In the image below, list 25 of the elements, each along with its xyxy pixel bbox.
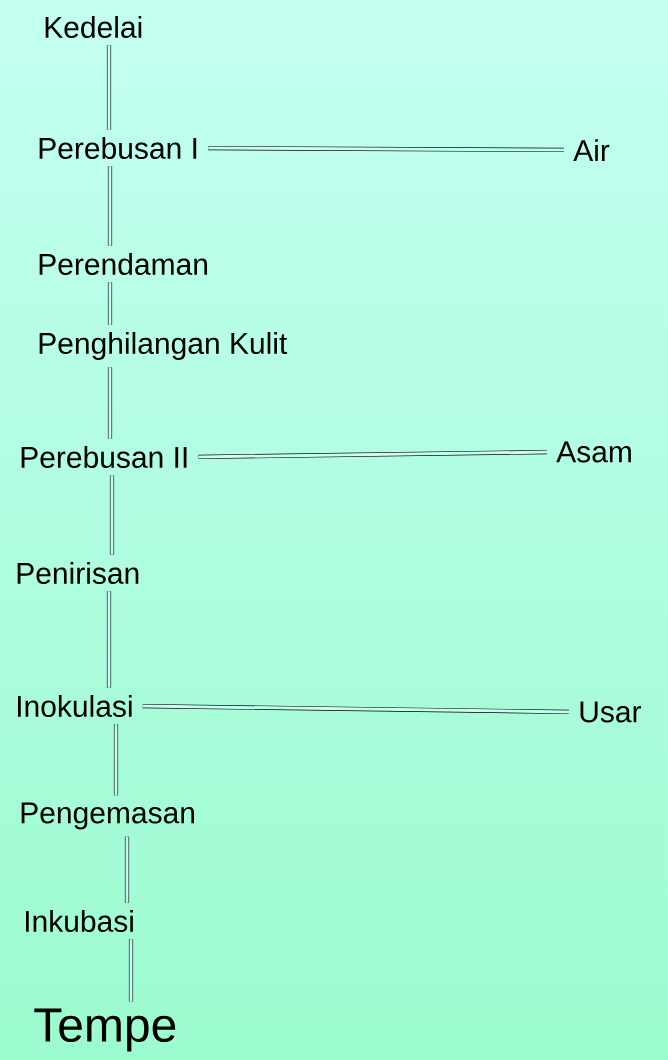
step-label: Air — [573, 139, 610, 161]
step-label: Tempe — [34, 1008, 176, 1052]
step-label: Perendaman — [39, 253, 207, 276]
connector-line — [107, 367, 113, 439]
step-label: Usar — [580, 701, 641, 723]
step-label: Perebusan II — [21, 446, 187, 469]
step-label: Pengemasan — [21, 802, 194, 830]
connector-line — [107, 166, 113, 246]
step-label: Penirisan — [17, 562, 139, 585]
connector-line — [106, 45, 112, 130]
connector-line — [208, 145, 564, 153]
connector-line — [107, 282, 113, 325]
connector-line — [113, 724, 119, 796]
step-label: Asam — [556, 441, 631, 463]
connector-line — [198, 450, 548, 459]
step-label: Perebusan I — [39, 137, 197, 160]
step-label: Kedelai — [45, 16, 142, 39]
connector-line — [106, 591, 112, 688]
step-label: Inkubasi — [26, 910, 133, 933]
connector-line — [124, 836, 130, 903]
connector-line — [142, 704, 570, 714]
step-label: Penghilangan Kulit — [39, 332, 288, 360]
step-label: Inokulasi — [18, 695, 132, 718]
connector-line — [109, 475, 115, 555]
connector-line — [128, 939, 134, 1002]
